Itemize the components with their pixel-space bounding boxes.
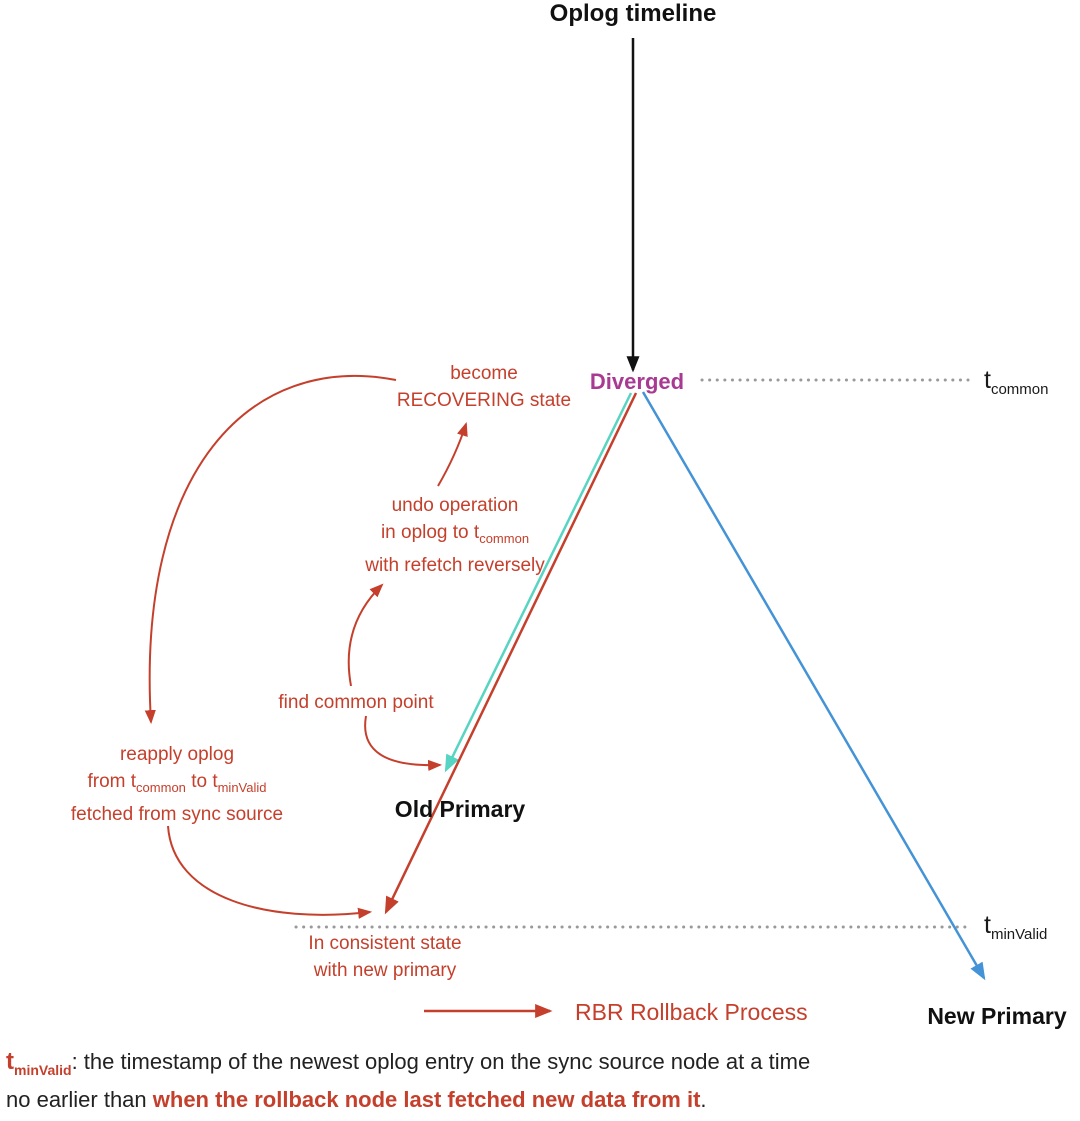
- note-undo-line1: undo operation: [391, 495, 519, 516]
- caption-line2-highlight: when the rollback node last fetched new …: [152, 1087, 701, 1112]
- old-primary-sync-arrow: [444, 392, 633, 773]
- t-minvalid-sub: minValid: [990, 926, 1048, 943]
- note-reapply-line1: reapply oplog: [119, 744, 235, 765]
- note-reapply-line2-sub1: common: [136, 779, 186, 795]
- note-reapply-line2-sub2: minValid: [217, 779, 267, 795]
- note-undo-line2: in oplog to tcommon: [365, 519, 545, 552]
- note-become-recovering: become RECOVERING state: [397, 360, 571, 414]
- diverged-label: Diverged: [589, 369, 685, 394]
- note-reapply-line2: from tcommon to tminValid: [71, 768, 283, 801]
- t-minvalid-base: t: [984, 911, 991, 939]
- note-find-common-point: find common point: [278, 692, 434, 713]
- note-consistent-line2: with new primary: [313, 960, 457, 981]
- new-primary-label: New Primary: [927, 1003, 1067, 1029]
- note-reapply-line3: fetched from sync source: [70, 803, 284, 825]
- note-undo-line2-text: in oplog to t: [380, 522, 480, 543]
- note-undo-operation: undo operation in oplog to tcommon with …: [365, 492, 545, 579]
- old-primary-label: Old Primary: [394, 796, 526, 822]
- t-common-base: t: [984, 366, 991, 394]
- diagram-title: Oplog timeline: [549, 0, 717, 27]
- new-primary-arrow: [641, 391, 986, 981]
- note-reapply-line2-a: from t: [87, 771, 137, 792]
- curve-find-to-undo: [347, 583, 384, 687]
- note-become-line2: RECOVERING state: [396, 390, 572, 411]
- caption-line1-rest: : the timestamp of the newest oplog entr…: [71, 1049, 811, 1074]
- caption-term-sub: minValid: [14, 1061, 72, 1078]
- t-common-sub: common: [990, 381, 1049, 398]
- curve-become-to-reapply: [144, 375, 397, 725]
- curve-find-to-common-point: [364, 715, 443, 772]
- legend-label: RBR Rollback Process: [575, 999, 808, 1025]
- caption-line2-start: no earlier than: [6, 1087, 153, 1112]
- note-consistent-state: In consistent state with new primary: [308, 930, 461, 984]
- note-undo-line3: with refetch reversely: [365, 554, 545, 576]
- t-common-label: tcommon: [984, 366, 1048, 398]
- note-reapply-line2-b: to t: [185, 771, 218, 792]
- note-consistent-line1: In consistent state: [308, 933, 462, 954]
- note-undo-line2-sub: common: [479, 530, 530, 546]
- note-become-line1: become: [450, 363, 518, 384]
- caption-line2: no earlier than when the rollback node l…: [6, 1087, 707, 1113]
- rollback-path-arrow: [384, 392, 638, 915]
- t-minvalid-label: tminValid: [984, 911, 1047, 943]
- caption-term: tminValid: [6, 1048, 72, 1078]
- caption-line1: tminValid: the timestamp of the newest o…: [6, 1048, 810, 1078]
- curve-reapply-to-consistent: [167, 825, 373, 919]
- curve-undo-to-become: [437, 422, 468, 487]
- caption-line2-period: .: [700, 1087, 707, 1112]
- caption-term-base: t: [6, 1048, 14, 1075]
- note-reapply-oplog: reapply oplog from tcommon to tminValid …: [71, 741, 283, 828]
